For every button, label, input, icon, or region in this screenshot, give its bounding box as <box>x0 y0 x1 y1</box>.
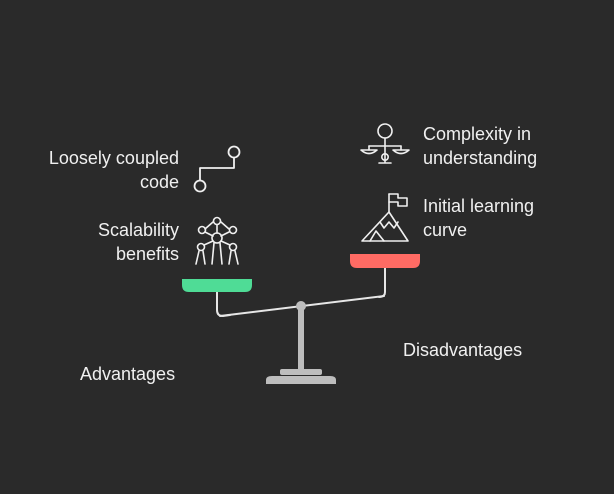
hierarchy-scale-icon <box>360 123 410 164</box>
right-hanger <box>378 267 386 298</box>
advantages-pan <box>182 279 252 292</box>
scale-base-top <box>280 369 322 375</box>
scale-pole <box>298 308 304 370</box>
network-atom-icon <box>195 216 239 265</box>
mountain-flag-icon <box>361 193 409 242</box>
scale-pivot <box>296 301 306 311</box>
label-initial-learning-curve: Initial learning curve <box>423 196 535 240</box>
left-hanger <box>216 291 231 318</box>
label-scalability-benefits: Scalability benefits <box>97 220 179 264</box>
scale-base <box>266 376 336 384</box>
connection-path-icon <box>193 145 241 193</box>
label-loosely-coupled-code: Loosely coupled code <box>48 148 179 192</box>
disadvantages-pan <box>350 254 420 268</box>
advantages-title: Advantages <box>80 364 176 384</box>
label-complexity-in-understanding: Complexity in understanding <box>423 124 538 168</box>
disadvantages-title: Disadvantages <box>403 340 523 360</box>
